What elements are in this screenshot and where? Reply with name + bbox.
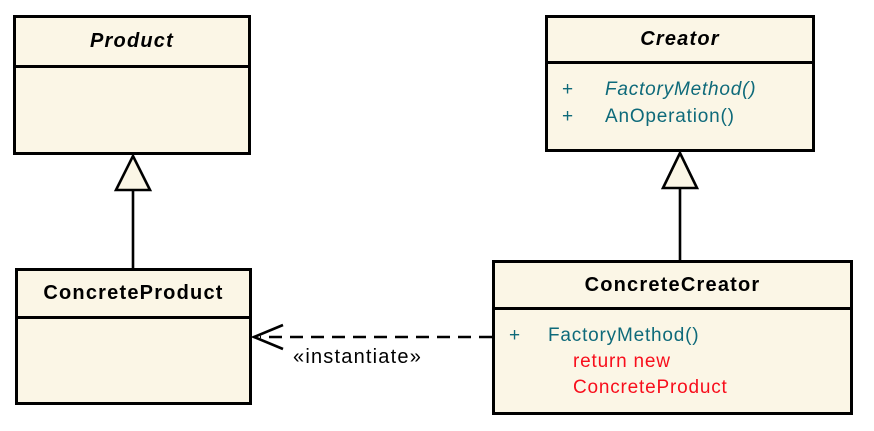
method-name: FactoryMethod() <box>605 79 757 100</box>
method-name: AnOperation() <box>605 106 735 127</box>
class-title-creator: Creator <box>548 18 812 64</box>
code-note-line: return new <box>573 351 671 372</box>
class-title-product: Product <box>16 18 248 68</box>
class-body-concrete-product <box>18 319 249 331</box>
class-body-product <box>16 68 248 80</box>
class-body-creator: + FactoryMethod() + AnOperation() <box>548 64 812 130</box>
class-body-concrete-creator: + FactoryMethod() return new ConcretePro… <box>495 310 850 401</box>
generalization-triangle-icon <box>660 150 700 190</box>
method-factorymethod: + FactoryMethod() <box>495 322 850 349</box>
class-box-concrete-creator: ConcreteCreator + FactoryMethod() return… <box>492 260 853 415</box>
instantiate-label: «instantiate» <box>293 346 423 368</box>
method-visibility: + <box>509 325 521 346</box>
class-box-product: Product <box>13 15 251 155</box>
generalization-arrow-creator <box>660 150 700 261</box>
method-factorymethod: + FactoryMethod() <box>548 76 812 103</box>
generalization-arrow-product <box>113 153 153 268</box>
class-box-creator: Creator + FactoryMethod() + AnOperation(… <box>545 15 815 152</box>
method-visibility: + <box>562 79 574 100</box>
open-arrowhead-icon <box>250 323 284 351</box>
class-box-concrete-product: ConcreteProduct <box>15 268 252 405</box>
class-title-concrete-product: ConcreteProduct <box>18 271 249 319</box>
method-visibility: + <box>562 106 574 127</box>
generalization-triangle-icon <box>113 153 153 192</box>
method-anoperation: + AnOperation() <box>548 103 812 130</box>
method-name: FactoryMethod() <box>548 325 700 346</box>
class-title-concrete-creator: ConcreteCreator <box>495 263 850 310</box>
code-note-line: ConcreteProduct <box>573 377 728 398</box>
